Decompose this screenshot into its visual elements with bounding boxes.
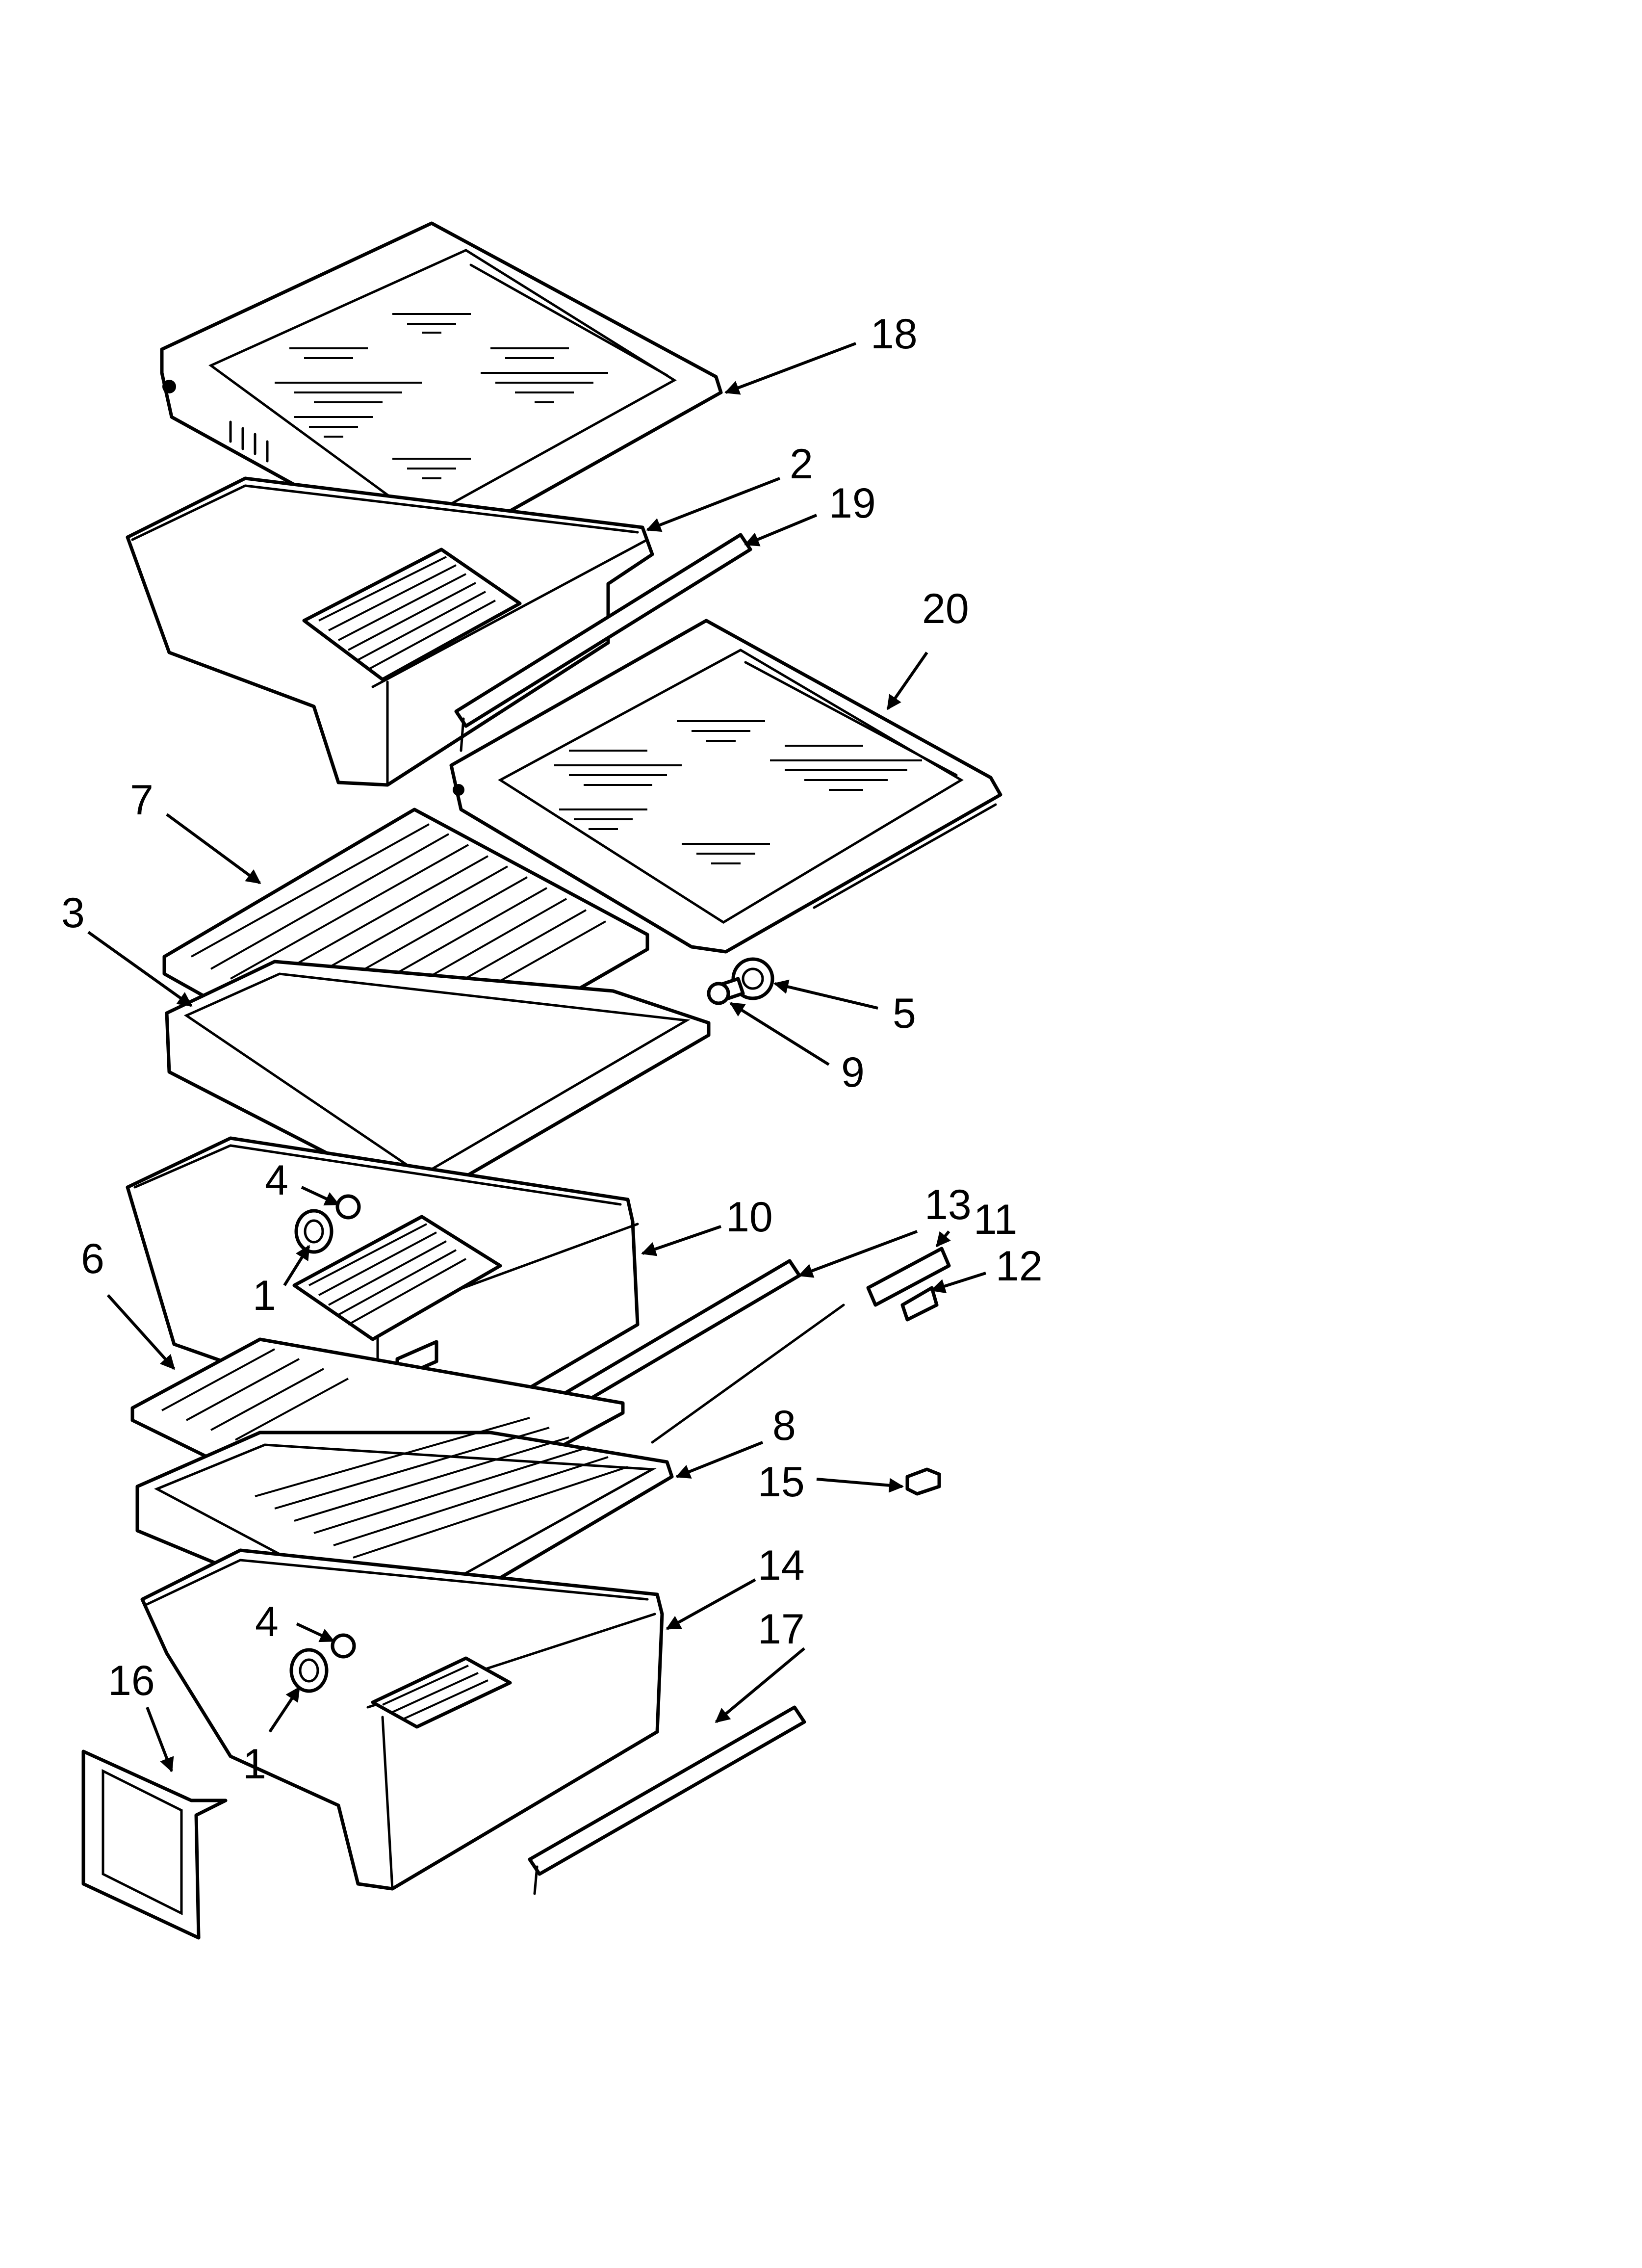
callout-5: 5 (893, 990, 916, 1037)
callout-14: 14 (758, 1542, 805, 1589)
part-4-bolt-lower (331, 1633, 356, 1659)
part-20-glass-shelf (449, 619, 1002, 954)
callout-15: 15 (758, 1459, 805, 1506)
callout-17: 17 (758, 1606, 805, 1653)
part-12-clip (900, 1286, 939, 1322)
callouts: 18 2 19 20 7 3 5 9 4 1 10 13 11 12 6 8 1… (61, 311, 1043, 1788)
part-3-frame (165, 960, 711, 1204)
callout-3: 3 (61, 889, 85, 937)
part-17-trim (528, 1705, 806, 1895)
callout-20: 20 (922, 585, 969, 632)
part-2-crisper-drawer (126, 476, 654, 787)
callout-4-lower: 4 (255, 1598, 279, 1645)
part-4-bolt-upper (335, 1194, 361, 1220)
leader-lines (87, 342, 986, 1773)
callout-1-lower: 1 (243, 1741, 266, 1788)
part-16-label-frame (81, 1749, 228, 1940)
part-1-wheel-upper (294, 1209, 334, 1254)
callout-2: 2 (790, 441, 813, 488)
callout-10: 10 (726, 1194, 773, 1241)
callout-18: 18 (871, 311, 918, 358)
callout-11: 11 (974, 1196, 1017, 1243)
callout-7: 7 (130, 777, 154, 824)
callout-1-upper: 1 (253, 1272, 276, 1319)
callout-13: 13 (924, 1181, 972, 1228)
part-1-wheel-lower (289, 1648, 329, 1693)
part-11-clip (866, 1247, 951, 1307)
callout-4-upper: 4 (265, 1157, 288, 1204)
callout-12: 12 (996, 1243, 1043, 1290)
callout-6: 6 (81, 1235, 104, 1282)
part-9-bolt (707, 977, 745, 1005)
callout-9: 9 (841, 1049, 865, 1096)
callout-19: 19 (829, 480, 876, 527)
part-15-plug (905, 1467, 941, 1496)
callout-8: 8 (772, 1402, 796, 1449)
part-14-crisper-drawer (140, 1548, 664, 1891)
callout-16: 16 (108, 1657, 155, 1704)
part-19-trim (454, 533, 752, 752)
